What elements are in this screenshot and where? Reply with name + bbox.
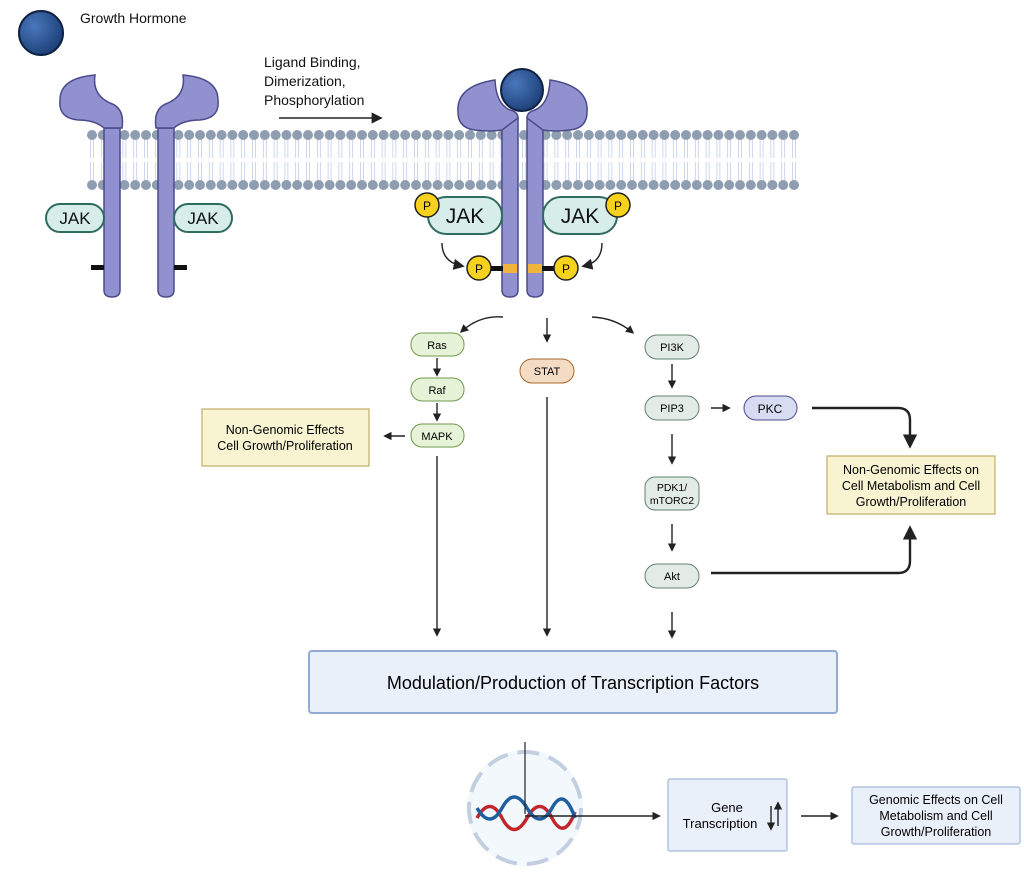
inactive-receptor [59,74,219,298]
svg-text:Growth/Proliferation: Growth/Proliferation [856,495,967,509]
svg-text:Gene: Gene [711,800,743,815]
svg-text:Metabolism and Cell: Metabolism and Cell [879,809,992,823]
svg-text:MAPK: MAPK [421,431,453,443]
step-label: Ligand Binding, Dimerization, Phosphoryl… [264,54,383,124]
node-akt: Akt [644,563,700,589]
cell-membrane [87,130,799,190]
node-ras: Ras [410,332,465,357]
svg-text:JAK: JAK [561,205,600,228]
svg-text:Cell Growth/Proliferation: Cell Growth/Proliferation [217,439,353,453]
legend-growth-hormone: Growth Hormone [18,10,187,56]
node-stat: STAT [519,358,575,384]
node-raf: Raf [410,377,465,402]
svg-text:Cell Metabolism and Cell: Cell Metabolism and Cell [842,479,980,493]
jak-active-right: JAK [542,196,618,235]
jak-inactive-right: JAK [173,203,233,233]
legend-label: Growth Hormone [80,10,187,26]
arrow-to-pi3k [591,316,635,334]
svg-text:Transcription: Transcription [683,816,758,831]
node-pkc: PKC [743,395,798,421]
svg-text:Raf: Raf [428,385,446,397]
jak-inactive-left: JAK [45,203,105,233]
svg-text:Ligand Binding,: Ligand Binding, [264,54,361,70]
box-genomic-effects: Genomic Effects on Cell Metabolism and C… [851,786,1021,845]
svg-text:P: P [562,262,570,276]
arrow-pkc-to-effects [812,406,918,449]
svg-text:Non-Genomic Effects on: Non-Genomic Effects on [843,463,979,477]
svg-text:Non-Genomic Effects: Non-Genomic Effects [226,423,345,437]
svg-text:PDK1/: PDK1/ [657,482,687,494]
arrow-to-ras [459,316,504,333]
node-pi3k: PI3K [644,334,700,360]
svg-text:JAK: JAK [59,209,91,228]
phosphorylation-arrow-left [441,242,465,270]
svg-text:JAK: JAK [446,205,485,228]
svg-text:PIP3: PIP3 [660,403,684,415]
svg-text:Akt: Akt [664,571,680,583]
box-nongenomic-right: Non-Genomic Effects on Cell Metabolism a… [826,455,996,515]
active-receptor [457,79,588,298]
svg-text:STAT: STAT [534,366,561,378]
node-pdk1: PDK1/mTORC2 [644,476,700,511]
svg-text:Genomic Effects on Cell: Genomic Effects on Cell [869,793,1003,807]
svg-text:Ras: Ras [427,340,447,352]
svg-text:Growth/Proliferation: Growth/Proliferation [881,825,992,839]
box-transcription-factors: Modulation/Production of Transcription F… [308,650,838,714]
box-nongenomic-left: Non-Genomic Effects Cell Growth/Prolifer… [201,408,370,467]
node-mapk: MAPK [410,423,465,448]
svg-text:Phosphorylation: Phosphorylation [264,92,364,108]
phosphorylation-arrow-right [581,242,603,270]
svg-text:PKC: PKC [758,402,783,416]
node-pip3: PIP3 [644,395,700,421]
svg-text:Modulation/Production of Trans: Modulation/Production of Transcription F… [387,673,759,693]
svg-text:PI3K: PI3K [660,342,685,354]
jak-active-left: JAK [427,196,503,235]
svg-text:P: P [614,199,622,213]
svg-text:Dimerization,: Dimerization, [264,73,346,89]
nucleus-dna-icon [467,742,661,866]
svg-text:P: P [475,262,483,276]
arrow-akt-to-effects [711,525,918,575]
growth-hormone-icon [18,10,64,56]
svg-text:JAK: JAK [187,209,219,228]
svg-text:mTORC2: mTORC2 [650,495,694,507]
box-gene-transcription: Gene Transcription [667,778,788,852]
svg-text:P: P [423,199,431,213]
bound-growth-hormone-icon [500,68,544,112]
phospho-groups: P P P P [414,192,631,281]
